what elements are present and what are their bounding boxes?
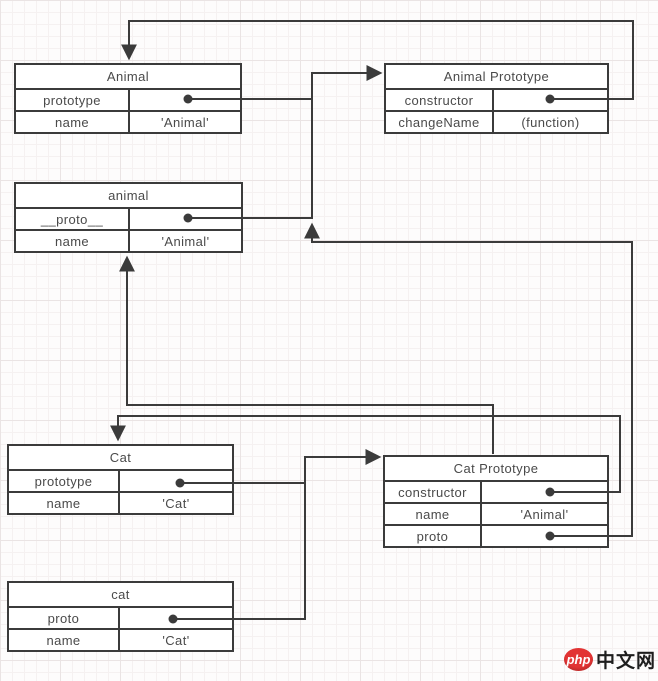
node-animal-constructor: Animal prototype name 'Animal' (14, 63, 242, 134)
row-label: name (9, 493, 120, 513)
pointer-cell (120, 471, 232, 491)
table-row: proto (9, 608, 232, 628)
row-label: name (9, 630, 120, 650)
table-row: name 'Cat' (9, 628, 232, 650)
row-label: __proto__ (16, 209, 130, 229)
table-row: name 'Cat' (9, 491, 232, 513)
php-logo-icon: php (564, 647, 593, 671)
pointer-cell (482, 482, 607, 502)
node-cat-constructor: Cat prototype name 'Cat' (7, 444, 234, 515)
table-row: name 'Animal' (16, 229, 241, 251)
row-label: name (16, 231, 130, 251)
node-title: cat (9, 583, 232, 608)
row-label: changeName (386, 112, 494, 132)
node-title: Cat Prototype (385, 457, 607, 482)
node-cat-prototype: Cat Prototype constructor name 'Animal' … (383, 455, 609, 548)
row-value: 'Animal' (161, 114, 209, 130)
row-label: name (16, 112, 130, 132)
row-value: (function) (521, 114, 580, 130)
row-label: prototype (9, 471, 120, 491)
pointer-cell (482, 526, 607, 546)
row-value: 'Cat' (162, 632, 190, 648)
site-logo: php 中文网 (564, 645, 656, 673)
row-label: prototype (16, 90, 130, 110)
table-row: name 'Animal' (16, 110, 240, 132)
node-title: animal (16, 184, 241, 209)
table-row: changeName (function) (386, 110, 607, 132)
logo-site-text: 中文网 (595, 650, 656, 672)
table-row: __proto__ (16, 209, 241, 229)
pointer-cell (130, 209, 241, 229)
table-row: prototype (16, 90, 240, 110)
pointer-cell (494, 90, 607, 110)
table-row: name 'Animal' (385, 502, 607, 524)
table-row: prototype (9, 471, 232, 491)
node-cat-instance: cat proto name 'Cat' (7, 581, 234, 652)
node-title: Cat (9, 446, 232, 471)
logo-brand-text: php (566, 651, 591, 667)
row-value: 'Cat' (162, 495, 190, 511)
row-value: 'Animal' (520, 506, 569, 522)
table-row: constructor (386, 90, 607, 110)
node-title: Animal Prototype (386, 65, 607, 90)
row-label: constructor (385, 482, 482, 502)
edge-catproto-to-animal-instance (119, 255, 494, 454)
row-value: 'Animal' (161, 233, 210, 249)
node-title: Animal (16, 65, 240, 90)
node-animal-prototype: Animal Prototype constructor changeName … (384, 63, 609, 134)
pointer-cell (130, 90, 240, 110)
row-label: proto (9, 608, 120, 628)
node-animal-instance: animal __proto__ name 'Animal' (14, 182, 243, 253)
row-label: constructor (386, 90, 494, 110)
row-label: name (385, 504, 482, 524)
row-label: proto (385, 526, 482, 546)
table-row: proto (385, 524, 607, 546)
pointer-cell (120, 608, 232, 628)
table-row: constructor (385, 482, 607, 502)
